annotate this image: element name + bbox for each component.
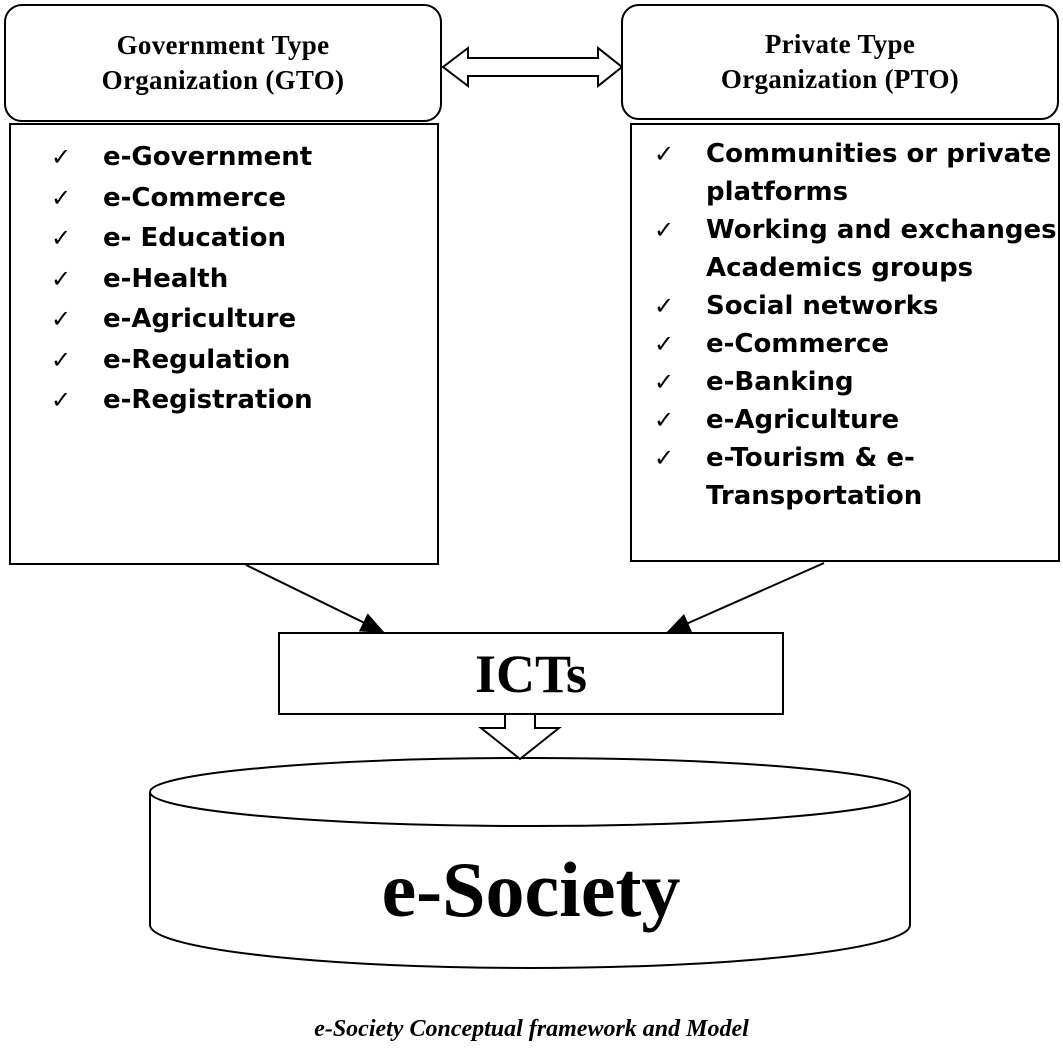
list-item: ✓ e-Commerce	[11, 178, 437, 219]
double-arrow-icon	[441, 45, 624, 89]
gto-item-label: e- Education	[103, 223, 287, 253]
check-icon: ✓	[654, 368, 675, 396]
check-icon: ✓	[51, 183, 72, 212]
list-item: ✓ e-Agriculture	[632, 401, 1058, 439]
check-icon: ✓	[51, 143, 72, 171]
check-icon: ✓	[51, 345, 72, 374]
check-icon: ✓	[51, 386, 72, 414]
pto-title-line2: Organization (PTO)	[720, 64, 960, 94]
pto-item-label: e-Banking	[706, 367, 854, 397]
gto-to-icts-arrow	[245, 564, 385, 633]
pto-list: ✓ Communities or private platforms ✓ Worki…	[632, 135, 1058, 515]
arrow-down-icon	[478, 715, 562, 761]
check-icon: ✓	[51, 305, 72, 333]
pto-item-label: e-Commerce	[706, 329, 890, 359]
gto-title-line2: Organization (GTO)	[101, 65, 345, 95]
pto-item-label: Social networks	[706, 291, 939, 321]
cylinder-shape	[149, 757, 911, 969]
list-item: ✓ e-Government	[11, 137, 437, 178]
gto-item-label: e-Agriculture	[103, 304, 297, 334]
pto-item-label: Working and exchanges Academics groups	[706, 215, 1057, 283]
pto-to-icts-arrow	[666, 562, 825, 633]
gto-list-box: ✓e-Government ✓e-Commerce ✓e- Education …	[9, 123, 439, 565]
check-icon: ✓	[654, 444, 675, 472]
list-item: ✓ e-Registration	[11, 380, 437, 421]
list-item: ✓ Working and exchanges Academics groups	[632, 211, 1058, 287]
list-item: ✓ e-Tourism & e-Transportation	[632, 439, 1058, 515]
list-item: ✓ e-Regulation	[11, 340, 437, 381]
gto-header: Government Type Organization (GTO)	[4, 4, 442, 122]
gto-item-label: e-Commerce	[103, 182, 287, 213]
list-item: ✓ e- Education	[11, 218, 437, 259]
list-item: ✓ e-Agriculture	[11, 299, 437, 340]
gto-item-label: e-Registration	[103, 385, 313, 415]
check-icon: ✓	[51, 224, 72, 252]
list-item: ✓ e-Health	[11, 259, 437, 300]
pto-header: Private Type Organization (PTO)	[621, 4, 1059, 120]
pto-list-box: ✓ Communities or private platforms ✓ Worki…	[630, 123, 1060, 562]
list-item: ✓ e-Commerce	[632, 325, 1058, 363]
check-icon: ✓	[654, 216, 675, 244]
gto-item-label: e-Regulation	[103, 344, 291, 375]
pto-title-line1: Private Type	[764, 29, 916, 60]
gto-title-line1: Government Type	[116, 30, 330, 61]
check-icon: ✓	[654, 292, 675, 320]
list-item: ✓ e-Banking	[632, 363, 1058, 401]
check-icon: ✓	[51, 264, 72, 293]
check-icon: ✓	[654, 330, 675, 358]
list-item: ✓ Social networks	[632, 287, 1058, 325]
pto-item-label: e-Tourism & e-Transportation	[706, 443, 923, 511]
check-icon: ✓	[654, 140, 675, 168]
icts-box: ICTs	[278, 632, 784, 715]
gto-list: ✓e-Government ✓e-Commerce ✓e- Education …	[11, 137, 437, 421]
figure-caption: e-Society Conceptual framework and Model	[314, 1016, 749, 1042]
icts-label: ICTs	[474, 643, 588, 704]
gto-item-label: e-Health	[103, 263, 229, 294]
check-icon: ✓	[654, 406, 675, 434]
pto-item-label: Communities or private platforms	[706, 139, 1052, 207]
list-item: ✓ Communities or private platforms	[632, 135, 1058, 211]
esociety-label: e-Society	[381, 846, 681, 933]
pto-item-label: e-Agriculture	[706, 405, 900, 435]
gto-item-label: e-Government	[103, 142, 313, 172]
